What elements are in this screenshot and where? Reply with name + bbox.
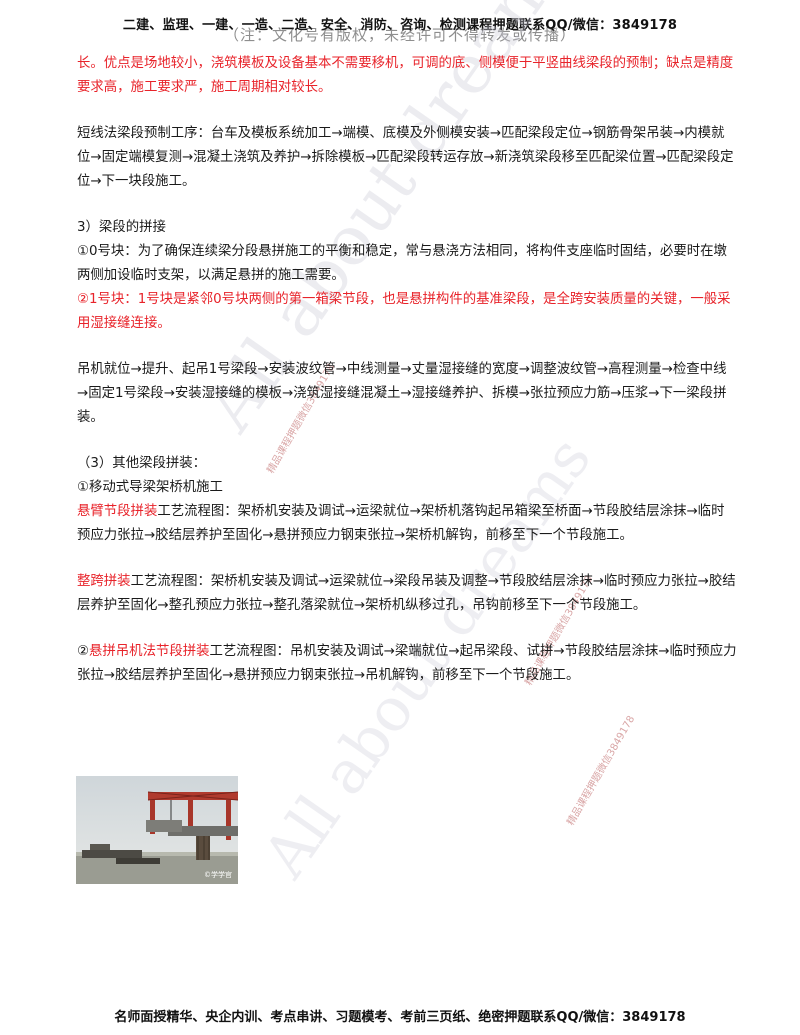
paragraph-full-span-assembly: 整跨拼装工艺流程图：架桥机安装及调试→运梁就位→梁段吊装及调整→节段胶结层涂抹→… bbox=[77, 570, 737, 618]
paragraph-crane-method: ②悬拼吊机法节段拼装工艺流程图：吊机安装及调试→梁端就位→起吊梁段、试拼→节段胶… bbox=[77, 640, 737, 688]
paragraph-crane-process: 吊机就位→提升、起吊1号梁段→安装波纹管→中线测量→丈量湿接缝的宽度→调整波纹管… bbox=[77, 362, 727, 425]
paragraph-block-zero: ①0号块：为了确保连续梁分段悬拼施工的平衡和稳定，常与悬浇方法相同，将构件支座临… bbox=[77, 244, 727, 283]
paragraph-cantilever-assembly: 悬臂节段拼装工艺流程图：架桥机安装及调试→运梁就位→架桥机落钩起吊箱梁至桥面→节… bbox=[77, 500, 737, 548]
page-header: 二建、监理、一建、一造、二造、安全、消防、咨询、检测课程押题联系QQ/微信：38… bbox=[122, 18, 678, 33]
paragraph-pros-cons: 长。优点是场地较小，浇筑模板及设备基本不需要移机，可调的底、侧模便于平竖曲线梁段… bbox=[77, 56, 734, 95]
photo-caption: ©学学官 bbox=[204, 871, 232, 879]
page-footer: 名师面授精华、央企内训、考点串讲、习题模考、考前三页纸、绝密押题联系QQ/微信：… bbox=[114, 1010, 686, 1025]
paragraph-short-line-process: 短线法梁段预制工序：台车及模板系统加工→端模、底模及外侧模安装→匹配梁段定位→钢… bbox=[77, 126, 734, 189]
term-full-span-assembly: 整跨拼装 bbox=[77, 574, 131, 589]
bridge-crane-illustration bbox=[76, 776, 238, 884]
term-crane-method: 悬拼吊机法节段拼装 bbox=[89, 644, 210, 659]
term-cantilever-assembly: 悬臂节段拼装 bbox=[77, 504, 158, 519]
paragraph-text: 工艺流程图：吊机安装及调试→梁端就位→起吊梁段、试拼→节段胶结层涂抹→临时预应力… bbox=[77, 644, 737, 683]
bridge-construction-photo: ©学学官 bbox=[76, 776, 238, 884]
watermark-small: 精品课程押题微信3849178 bbox=[565, 714, 638, 828]
paragraph-text: 工艺流程图：架桥机安装及调试→运梁就位→架桥机落钩起吊箱梁至桥面→节段胶结层涂抹… bbox=[77, 504, 725, 543]
paragraph-text: 工艺流程图：架桥机安装及调试→运梁就位→梁段吊装及调整→节段胶结层涂抹→临时预应… bbox=[77, 574, 736, 613]
paragraph-block-one: ②1号块：1号块是紧邻0号块两侧的第一箱梁节段，也是悬拼构件的基准梁段，是全跨安… bbox=[77, 292, 731, 331]
copyright-notice-overlay: （注：文化号有版权，未经许可不得转发或传播） bbox=[223, 26, 576, 44]
section-heading-other-segments: （3）其他梁段拼装： bbox=[77, 456, 207, 471]
list-marker: ② bbox=[77, 644, 90, 659]
document-body: 长。优点是场地较小，浇筑模板及设备基本不需要移机，可调的底、侧模便于平竖曲线梁段… bbox=[77, 52, 737, 688]
section-heading-segment-joining: 3）梁段的拼接 bbox=[77, 220, 166, 235]
subheading-launching-gantry: ①移动式导梁架桥机施工 bbox=[77, 480, 223, 495]
